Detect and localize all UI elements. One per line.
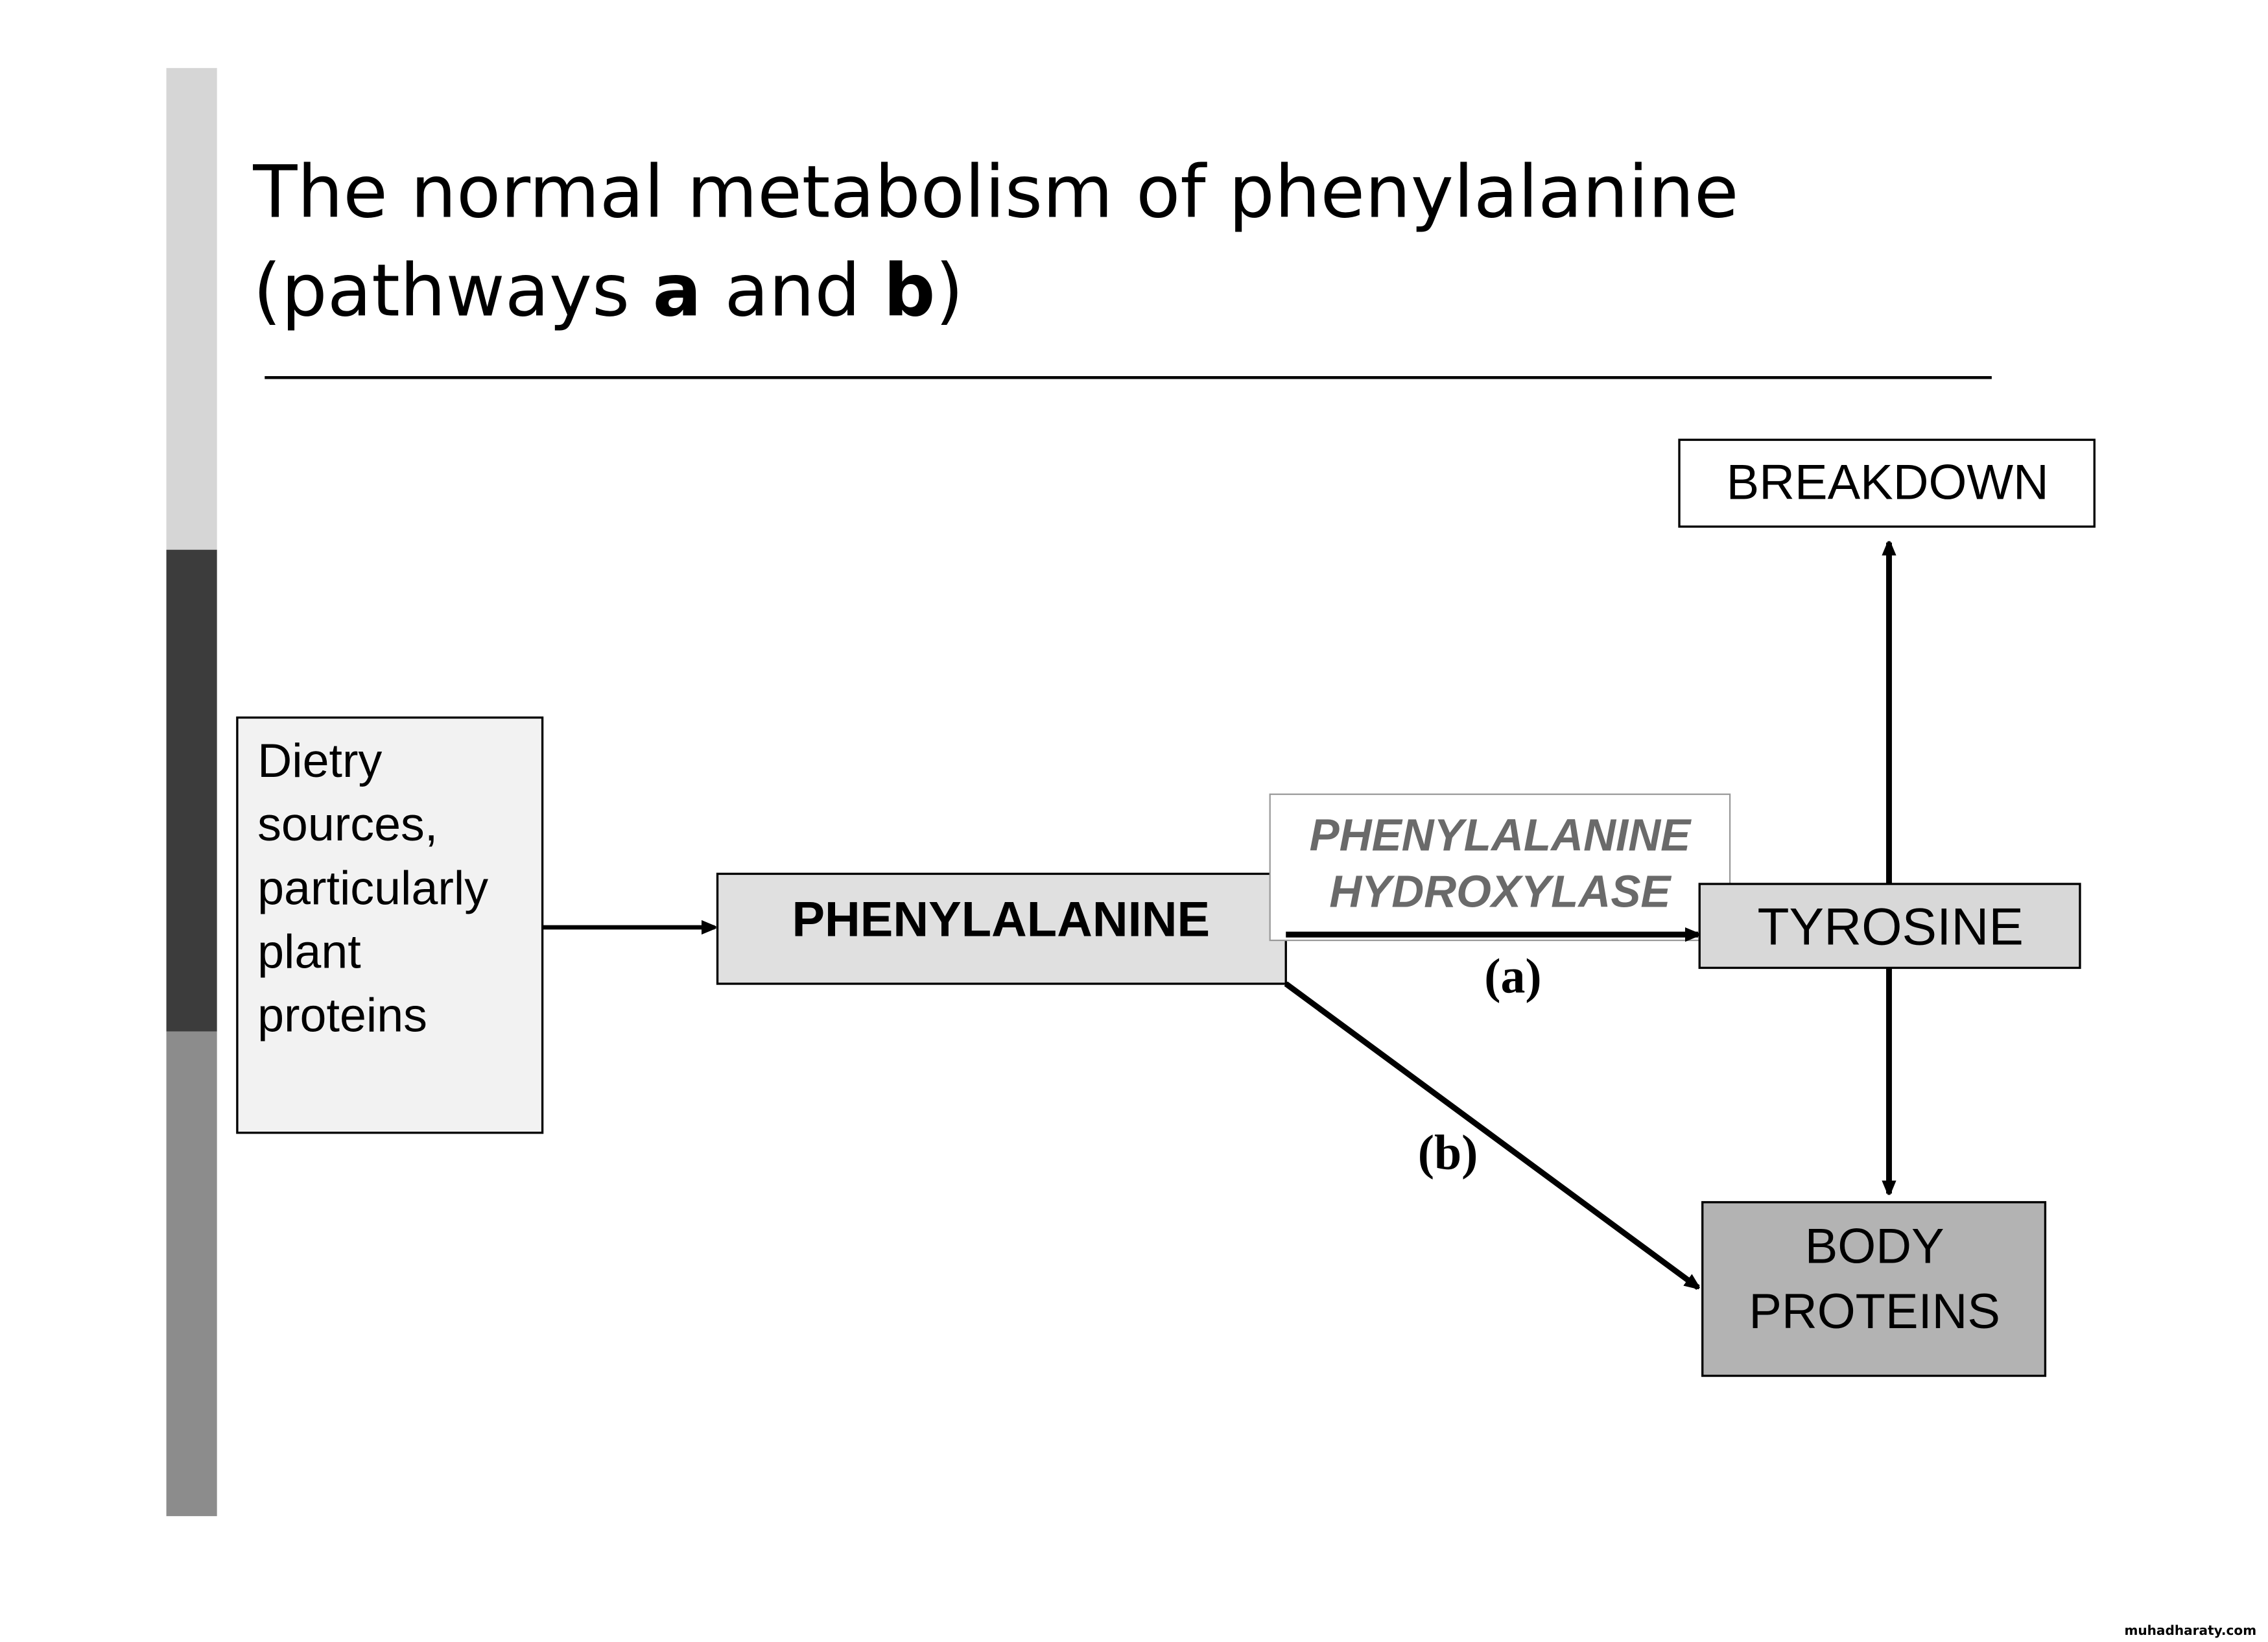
svg-text:PROTEINS: PROTEINS [1749, 1284, 2000, 1339]
arrow-pathway-b [1284, 981, 1698, 1287]
svg-text:BODY: BODY [1805, 1219, 1944, 1274]
svg-text:HYDROXYLASE: HYDROXYLASE [1329, 866, 1671, 917]
node-tyrosine: TYROSINE [1698, 883, 2081, 970]
svg-text:BREAKDOWN: BREAKDOWN [1727, 455, 2049, 510]
svg-text:plant: plant [257, 924, 361, 978]
pathway-a-label: (a) [1484, 949, 1541, 1003]
title-line-1: The normal metabolism of phenylalanine [252, 150, 1738, 235]
side-accent-bar [166, 67, 217, 1516]
svg-text:TYROSINE: TYROSINE [1757, 898, 2023, 957]
node-breakdown: BREAKDOWN [1678, 438, 2096, 528]
svg-text:Dietry: Dietry [257, 733, 382, 787]
node-body-proteins: BODY PROTEINS [1701, 1201, 2047, 1377]
svg-text:sources,: sources, [257, 797, 438, 851]
svg-text:particularly: particularly [257, 861, 488, 914]
enzyme-label-box: PHENYLALANINE HYDROXYLASE [1269, 793, 1731, 942]
svg-text:proteins: proteins [257, 988, 427, 1042]
svg-text:PHENYLALANINE: PHENYLALANINE [792, 892, 1210, 947]
title-line-2: (pathways a and b) [253, 248, 963, 333]
svg-text:PHENYLALANINE: PHENYLALANINE [1310, 810, 1692, 861]
node-phenylalanine: PHENYLALANINE [716, 872, 1287, 985]
node-dietary-sources: Dietry sources, particularly plant prote… [236, 716, 544, 1134]
watermark: muhadharaty.com [2124, 1623, 2256, 1638]
pathway-b-label: (b) [1418, 1126, 1478, 1180]
